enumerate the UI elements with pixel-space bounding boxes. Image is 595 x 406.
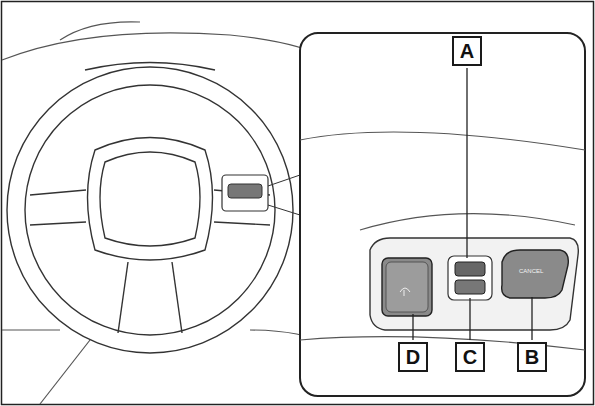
callout-box: A: [452, 36, 482, 66]
callout-box: B: [517, 342, 547, 372]
callout-letter: C: [463, 347, 477, 367]
callout-box: C: [455, 342, 485, 372]
callout-letter: B: [525, 347, 539, 367]
callout-box: D: [398, 342, 428, 372]
callout-letter: A: [460, 41, 474, 61]
button-label: CANCEL: [519, 268, 543, 274]
callout-letter: D: [406, 347, 420, 367]
